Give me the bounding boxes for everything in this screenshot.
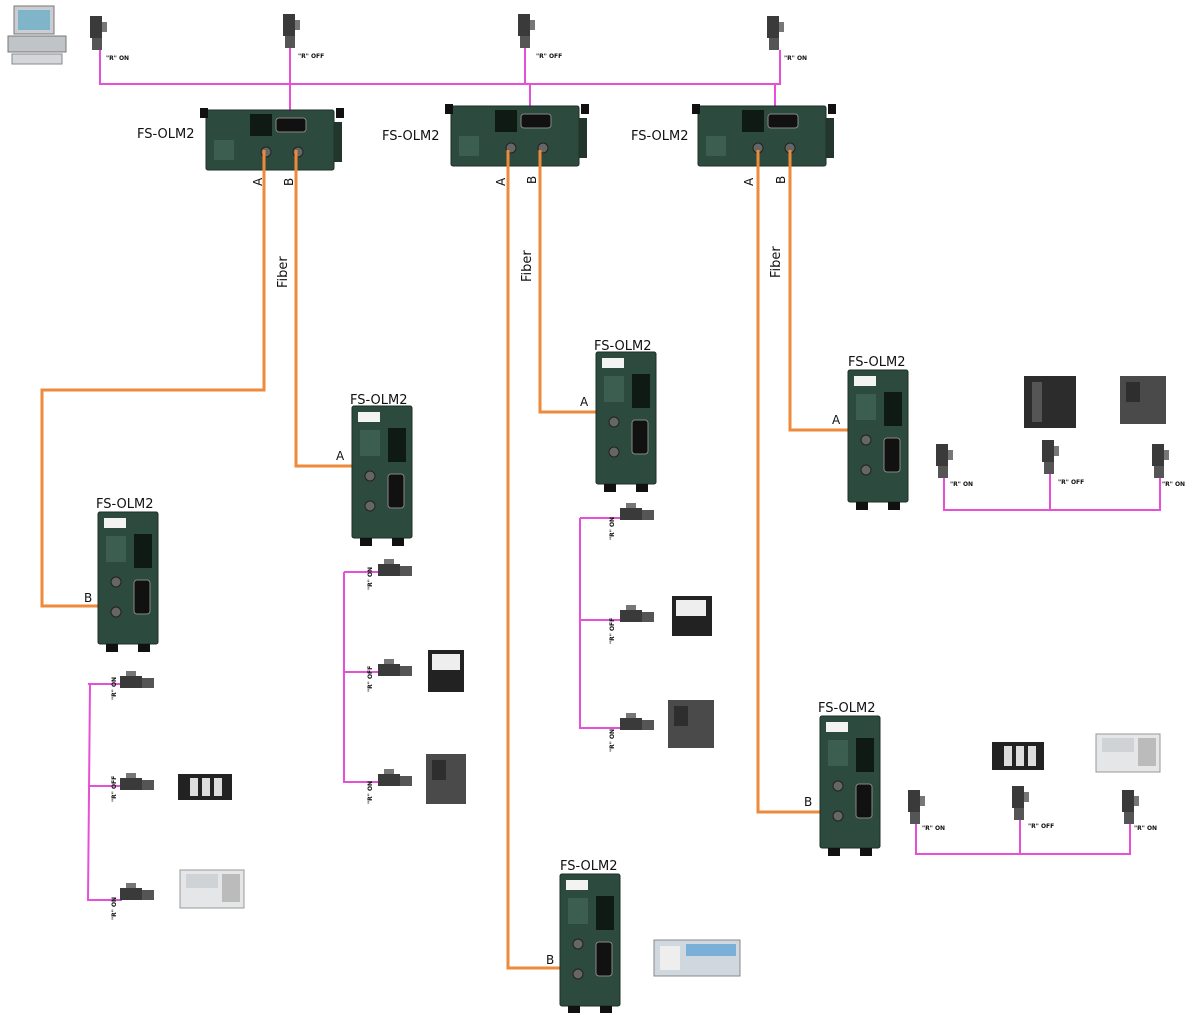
terminator-label: "R" OFF: [111, 776, 118, 802]
port-label: A: [580, 395, 589, 409]
terminator-label: "R" ON: [111, 677, 118, 700]
port-label: A: [336, 449, 345, 463]
terminator-label: "R" OFF: [367, 666, 374, 692]
dp-connector-icon: [1152, 444, 1169, 478]
port-label: B: [525, 176, 539, 184]
dp-connector-icon: [1122, 790, 1139, 824]
terminator-label: "R" ON: [784, 55, 807, 62]
module-label: FS-OLM2: [560, 859, 618, 874]
dp-connector-icon: [518, 14, 535, 48]
hmi-panel-icon: [179, 869, 245, 909]
dp-connector-icon: [1012, 786, 1029, 820]
module-label: FS-OLM2: [350, 393, 408, 408]
terminator-label: "R" OFF: [1028, 823, 1054, 830]
terminator-label: "R" ON: [367, 781, 374, 804]
fiber-label: Fiber: [520, 250, 535, 282]
dp-connector-icon: [620, 503, 654, 520]
dp-connector-icon: [767, 16, 784, 50]
io-module-icon: [428, 650, 464, 692]
dp-connector-icon: [283, 14, 300, 48]
hmi-panel-icon: [1095, 733, 1161, 773]
fiber-label: Fiber: [276, 256, 291, 288]
fiber-link: [538, 150, 616, 414]
module-label: FS-OLM2: [848, 355, 906, 370]
compact-plc-icon: [668, 700, 714, 748]
fs-olm2-module-icon: [199, 107, 345, 171]
terminator-label: "R" OFF: [298, 53, 324, 60]
dp-connector-icon: [90, 16, 107, 50]
dp-connector-icon: [378, 659, 412, 676]
fiber-link: [756, 150, 838, 814]
module-label: FS-OLM2: [631, 129, 689, 144]
remote-io-icon: [653, 939, 741, 977]
terminator-label: "R" OFF: [536, 53, 562, 60]
module-label: FS-OLM2: [382, 129, 440, 144]
fiber-link: [506, 150, 584, 970]
module-label: FS-OLM2: [137, 127, 195, 142]
fs-olm2-module-icon: [559, 873, 621, 1013]
plc-rack-icon: [1024, 376, 1076, 428]
fs-olm2-module-icon: [351, 405, 413, 547]
terminator-label: "R" OFF: [1058, 479, 1084, 486]
terminator-label: "R" ON: [1134, 825, 1157, 832]
module-label: FS-OLM2: [594, 339, 652, 354]
port-label: B: [774, 176, 788, 184]
dp-connector-icon: [620, 605, 654, 622]
fs-olm2-module-icon: [819, 715, 881, 857]
dp-connector-icon: [936, 444, 953, 478]
terminator-label: "R" ON: [922, 825, 945, 832]
dp-connector-icon: [1042, 440, 1059, 474]
fiber-link: [294, 150, 372, 468]
fs-olm2-module-icon: [691, 103, 837, 167]
port-label: B: [804, 795, 812, 809]
terminator-label: "R" ON: [609, 729, 616, 752]
plc-rack-icon: [992, 742, 1044, 770]
module-label: FS-OLM2: [818, 701, 876, 716]
port-label: A: [742, 177, 756, 186]
terminator-label: "R" ON: [367, 567, 374, 590]
plc-rack-icon: [178, 774, 232, 800]
io-module-icon: [672, 596, 712, 636]
port-label: A: [832, 413, 841, 427]
dp-connector-icon: [378, 559, 412, 576]
pc-icon: [7, 5, 67, 65]
dp-connector-icon: [120, 773, 154, 790]
dp-connector-icon: [120, 671, 154, 688]
fiber-link: [788, 150, 866, 432]
fiber-label: Fiber: [769, 246, 784, 278]
dp-connector-icon: [378, 769, 412, 786]
fs-olm2-module-icon: [444, 103, 590, 167]
fs-olm2-module-icon: [97, 511, 159, 653]
terminator-label: "R" ON: [1162, 481, 1185, 488]
compact-plc-icon: [1120, 376, 1166, 424]
terminator-label: "R" ON: [950, 481, 973, 488]
terminator-label: "R" OFF: [609, 618, 616, 644]
port-label: B: [84, 591, 92, 605]
dp-connector-icon: [620, 713, 654, 730]
module-label: FS-OLM2: [96, 497, 154, 512]
fiber-link: [40, 150, 266, 608]
port-label: A: [251, 177, 265, 186]
profibus-top-bus: [99, 48, 781, 85]
compact-plc-icon: [426, 754, 466, 804]
terminator-label: "R" ON: [609, 517, 616, 540]
dp-connector-icon: [908, 790, 925, 824]
port-label: B: [282, 178, 296, 186]
port-label: B: [546, 953, 554, 967]
port-label: A: [494, 177, 508, 186]
dp-connector-icon: [120, 883, 154, 900]
fs-olm2-module-icon: [847, 369, 909, 511]
terminator-label: "R" ON: [106, 55, 129, 62]
terminator-label: "R" ON: [111, 897, 118, 920]
fs-olm2-module-icon: [595, 351, 657, 493]
